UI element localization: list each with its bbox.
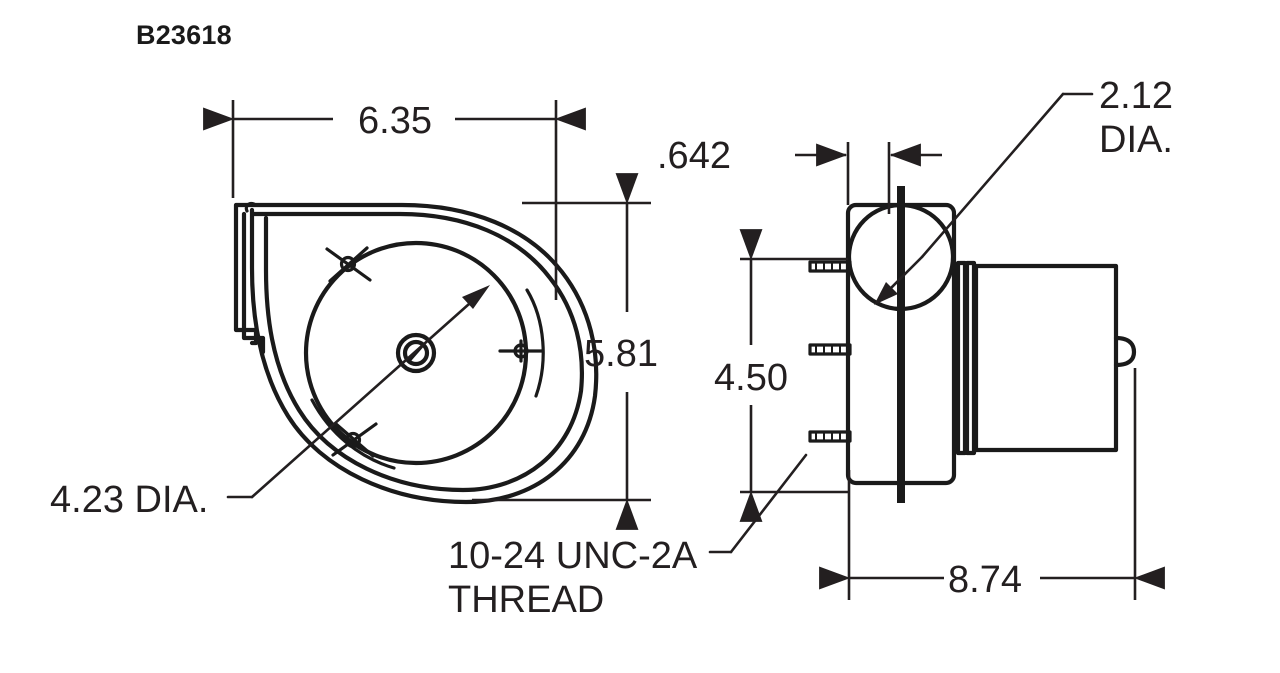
- dim-text-4-50: 4.50: [714, 357, 788, 399]
- hub-inner-circle: [402, 339, 430, 367]
- duct-lip-hook: [244, 201, 256, 213]
- outlet-duct-inner-step: [241, 211, 266, 355]
- outlet-dia-inner-line: [885, 255, 924, 294]
- dim-text-thread-line1: 10-24 UNC-2A: [448, 535, 698, 577]
- mounting-stud-top-side: [808, 260, 852, 273]
- motor-body-rect: [973, 263, 1119, 453]
- dimension-642: .642: [657, 135, 942, 214]
- dimension-4-50: 4.50: [714, 229, 848, 522]
- part-number-label: B23618: [136, 20, 232, 50]
- motor-flange-band-1: [955, 260, 968, 456]
- mounting-stud-middle-side: [808, 343, 852, 356]
- dim-text-2-12-dia: DIA.: [1099, 119, 1173, 161]
- cutoff-arc-upper: [525, 288, 545, 398]
- scroll-inner-wall: [251, 211, 584, 493]
- scroll-outer-wall: [245, 202, 599, 505]
- motor-flange-band-2: [964, 260, 977, 456]
- dim-text-5-81: 5.81: [584, 333, 658, 375]
- mounting-stud-right: [498, 339, 545, 363]
- mounting-stud-upper-left: [325, 246, 372, 283]
- hub-outer-circle: [395, 332, 437, 374]
- thread-callout-leader: [708, 453, 808, 554]
- wheel-dia-arrowhead: [462, 285, 490, 309]
- dimension-8-74: 8.74: [819, 368, 1165, 601]
- housing-center-rib: [897, 186, 905, 503]
- dim-text-642: .642: [657, 135, 731, 177]
- dim-text-6-35: 6.35: [358, 100, 432, 142]
- thread-leader-line: [729, 453, 808, 554]
- dimension-6-35: 6.35: [203, 100, 586, 300]
- dim-text-thread-line2: THREAD: [448, 579, 604, 621]
- dim-text-4-23-dia: 4.23 DIA.: [50, 479, 208, 521]
- wheel-dia-leader-line: [250, 294, 480, 499]
- mounting-stud-lower-left: [331, 422, 378, 458]
- outlet-dia-arrowhead: [874, 282, 898, 305]
- motor-lead-grommet: [1113, 335, 1137, 368]
- dimension-5-81: 5.81: [472, 173, 658, 530]
- outlet-dia-leader-line: [920, 92, 1065, 259]
- dim-text-8-74: 8.74: [948, 559, 1022, 601]
- front-view-group: [226, 201, 599, 505]
- mounting-stud-bottom-side: [808, 430, 852, 443]
- side-view-group: [808, 92, 1137, 503]
- dim-text-2-12: 2.12: [1099, 75, 1173, 117]
